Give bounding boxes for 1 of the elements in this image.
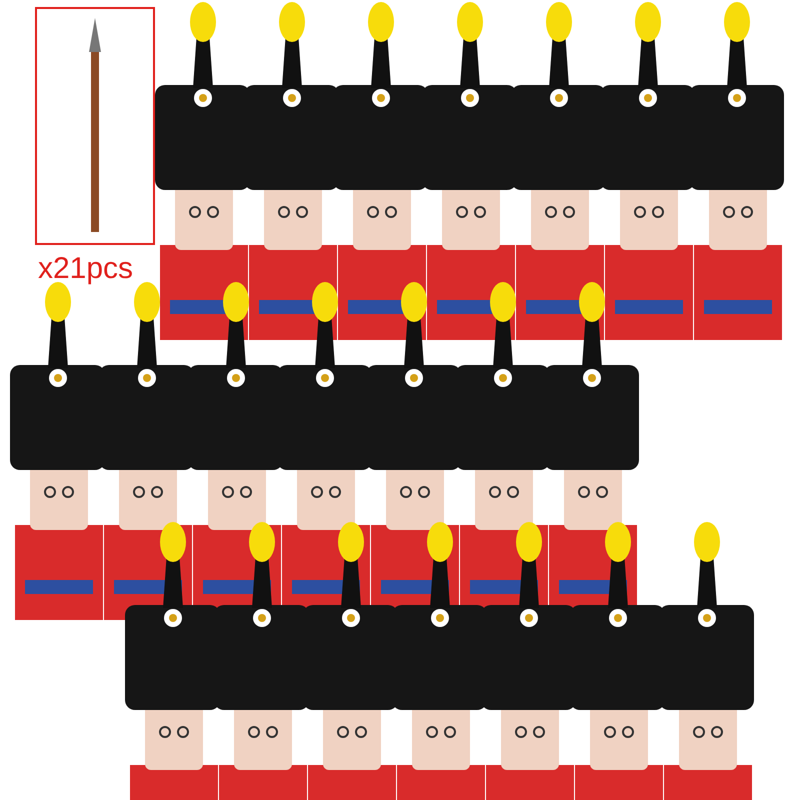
quantity-text: x21pcs [38, 254, 134, 284]
